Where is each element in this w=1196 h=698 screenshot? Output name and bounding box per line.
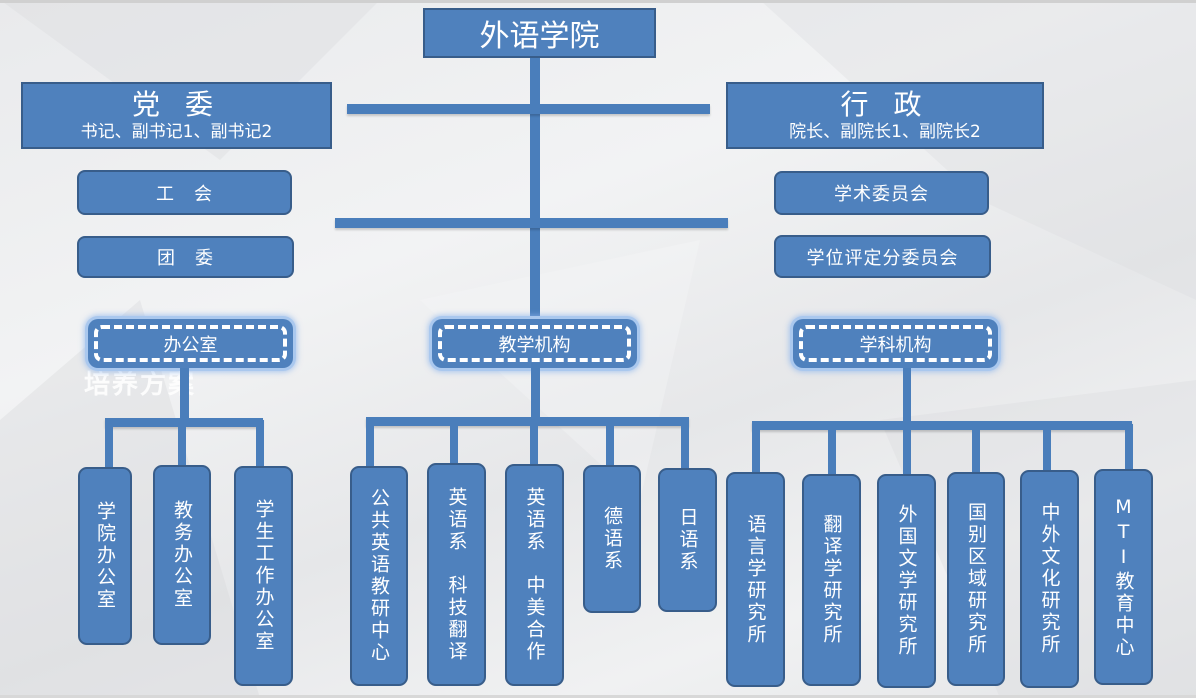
- student-affairs-office-label: 学生工作办公室: [252, 499, 275, 653]
- english-sci-tech-translation-node[interactable]: 英语系 科技翻译: [427, 463, 486, 686]
- office-stem: [180, 368, 189, 420]
- japanese-department-label: 日语系: [676, 507, 699, 573]
- admin-members: 院长、副院长1、副院长2: [789, 121, 981, 142]
- top-border: [0, 0, 1196, 3]
- watermark-text: 培养方案: [84, 370, 197, 400]
- academic-affairs-office-label: 教务办公室: [171, 500, 193, 610]
- foreign-literature-institute-label: 外国文学研究所: [895, 504, 918, 658]
- discipline-drop: [1043, 424, 1051, 474]
- labor-union-label: 工 会: [156, 183, 213, 205]
- teaching-drop: [606, 420, 614, 470]
- teaching-drop: [681, 420, 689, 472]
- mti-education-center-label: MTI教育中心: [1112, 495, 1135, 659]
- public-english-center-label: 公共英语教研中心: [368, 488, 390, 664]
- public-english-center-node[interactable]: 公共英语教研中心: [350, 466, 408, 686]
- upper-crossbar: [347, 104, 710, 114]
- admin-title: 行 政: [840, 87, 930, 121]
- party-committee-node[interactable]: 党 委 书记、副书记1、副书记2: [21, 82, 332, 149]
- english-sino-us-label: 英语系 中美合作: [523, 487, 546, 663]
- group-discipline-label: 学科机构: [859, 334, 932, 356]
- academic-committee-label: 学术委员会: [834, 184, 929, 205]
- area-studies-institute-node[interactable]: 国别区域研究所: [947, 472, 1005, 686]
- degree-committee-node[interactable]: 学位评定分委员会: [774, 235, 991, 278]
- teaching-drop: [450, 420, 458, 468]
- group-office-node[interactable]: 办公室: [88, 319, 293, 368]
- lower-crossbar: [335, 218, 728, 228]
- discipline-drop: [828, 424, 836, 476]
- office-drop: [178, 420, 186, 468]
- group-teaching-label: 教学机构: [498, 334, 571, 356]
- youth-league-node[interactable]: 团 委: [77, 236, 294, 278]
- root-node[interactable]: 外语学院: [423, 8, 656, 58]
- sino-foreign-culture-institute-label: 中外文化研究所: [1038, 502, 1061, 656]
- foreign-literature-institute-node[interactable]: 外国文学研究所: [877, 474, 936, 688]
- discipline-stem: [903, 368, 911, 423]
- office-drop: [256, 420, 264, 470]
- office-drop: [105, 420, 113, 470]
- college-office-label: 学院办公室: [94, 501, 116, 611]
- student-affairs-office-node[interactable]: 学生工作办公室: [234, 466, 293, 686]
- college-office-node[interactable]: 学院办公室: [78, 467, 132, 645]
- degree-committee-label: 学位评定分委员会: [806, 247, 959, 269]
- teaching-drop: [366, 420, 374, 470]
- teaching-drop: [530, 420, 538, 468]
- party-title: 党 委: [132, 87, 221, 121]
- linguistics-institute-label: 语言学研究所: [744, 513, 767, 646]
- academic-committee-node[interactable]: 学术委员会: [774, 171, 989, 215]
- sino-foreign-culture-institute-node[interactable]: 中外文化研究所: [1020, 470, 1079, 688]
- group-discipline-node[interactable]: 学科机构: [793, 319, 998, 368]
- administration-node[interactable]: 行 政 院长、副院长1、副院长2: [726, 82, 1044, 149]
- group-teaching-node[interactable]: 教学机构: [432, 319, 637, 368]
- teaching-crossbar: [366, 417, 689, 426]
- party-members: 书记、副书记1、副书记2: [80, 121, 273, 142]
- group-office-label: 办公室: [163, 334, 218, 356]
- labor-union-node[interactable]: 工 会: [77, 170, 292, 215]
- english-sino-us-node[interactable]: 英语系 中美合作: [505, 464, 564, 686]
- translation-institute-label: 翻译学研究所: [820, 514, 843, 646]
- root-title: 外语学院: [479, 19, 600, 54]
- youth-league-label: 团 委: [157, 248, 214, 269]
- discipline-crossbar: [752, 421, 1132, 430]
- discipline-drop: [752, 424, 760, 476]
- discipline-drop: [903, 424, 911, 476]
- area-studies-institute-label: 国别区域研究所: [965, 502, 987, 656]
- japanese-department-node[interactable]: 日语系: [658, 468, 717, 612]
- german-department-label: 德语系: [601, 506, 623, 572]
- teaching-stem: [531, 363, 540, 419]
- linguistics-institute-node[interactable]: 语言学研究所: [726, 472, 785, 687]
- translation-institute-node[interactable]: 翻译学研究所: [802, 474, 861, 686]
- english-sci-tech-translation-label: 英语系 科技翻译: [445, 486, 468, 663]
- bottom-border: [0, 695, 1196, 698]
- discipline-drop: [1125, 424, 1133, 472]
- discipline-drop: [972, 424, 980, 476]
- german-department-node[interactable]: 德语系: [583, 465, 641, 613]
- academic-affairs-office-node[interactable]: 教务办公室: [153, 465, 211, 645]
- mti-education-center-node[interactable]: MTI教育中心: [1094, 469, 1153, 685]
- root-trunk: [530, 56, 540, 331]
